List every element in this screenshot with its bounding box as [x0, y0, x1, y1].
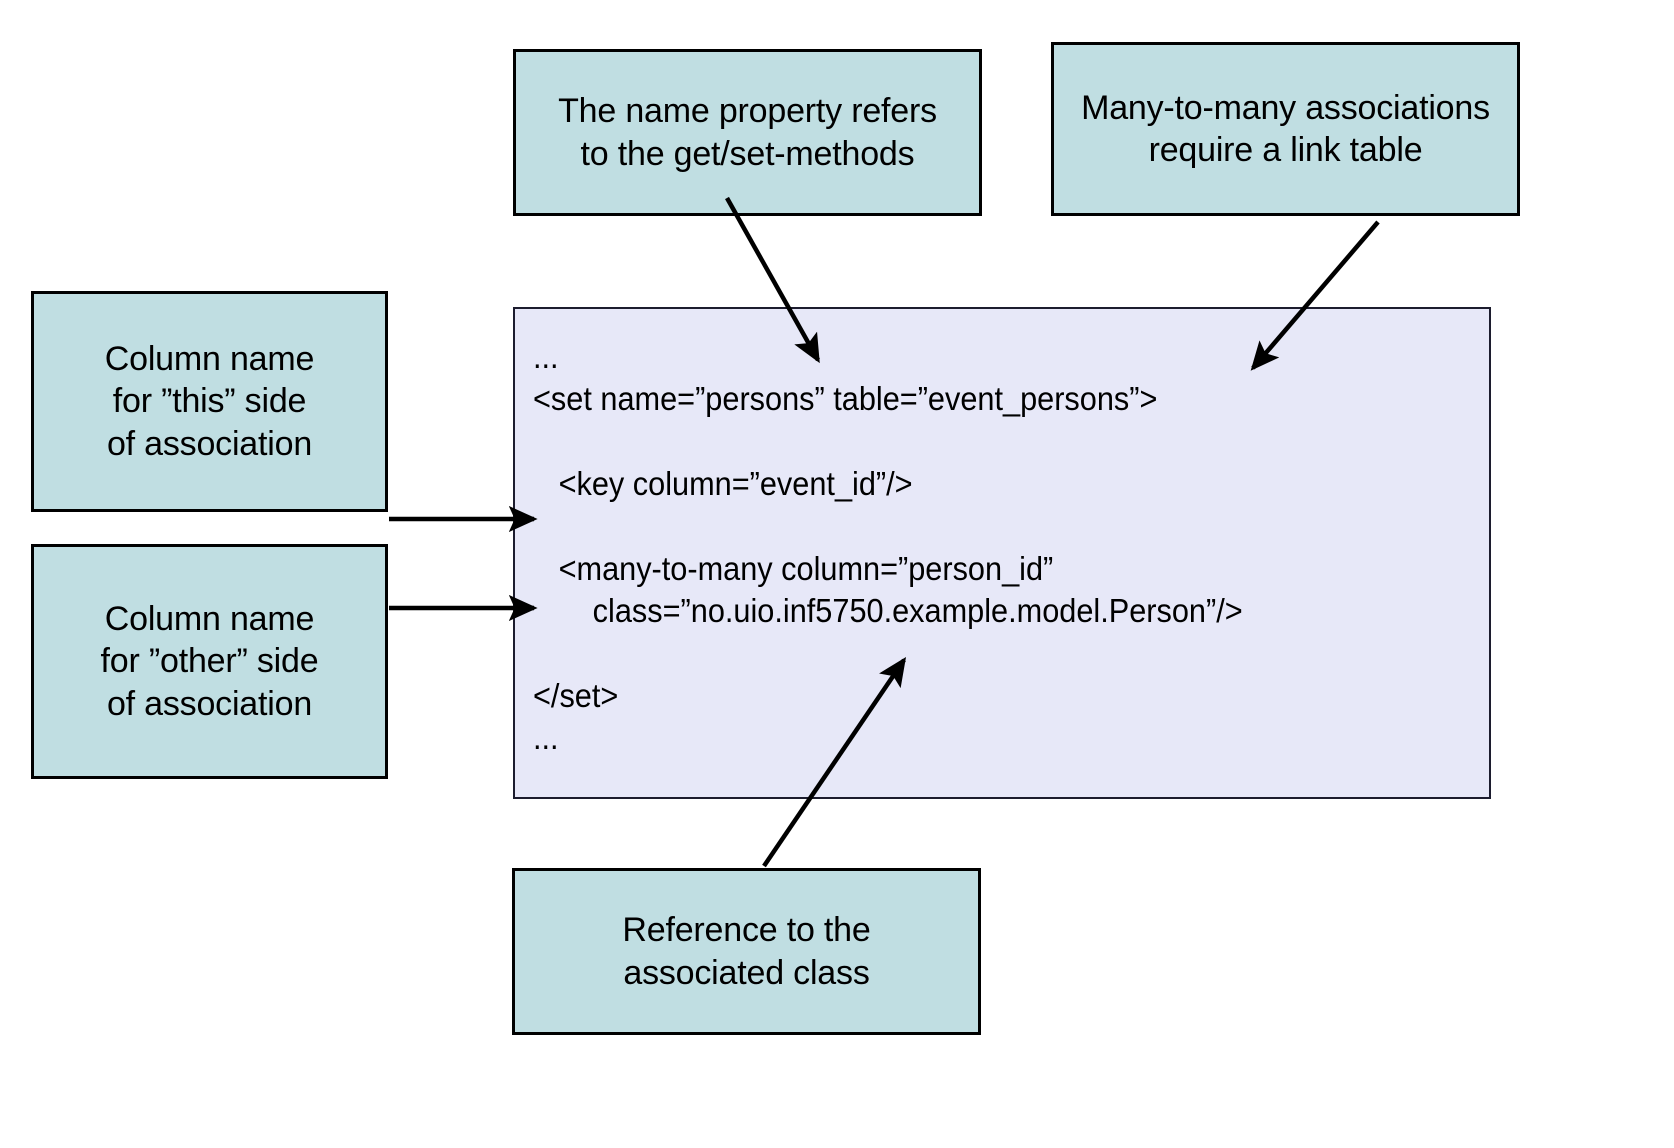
- note-this-side-text: Column name for ”this” side of associati…: [104, 340, 315, 463]
- code-line-class-attr: class=”no.uio.inf5750.example.model.Pers…: [533, 592, 1243, 629]
- note-this-side: Column name for ”this” side of associati…: [31, 291, 388, 512]
- note-reference-class: Reference to the associated class: [512, 868, 981, 1035]
- note-other-side: Column name for ”other” side of associat…: [31, 544, 388, 779]
- code-snippet: ... <set name=”persons” table=”event_pers…: [533, 340, 1407, 763]
- code-line-set-open: <set name=”persons” table=”event_persons…: [533, 380, 1158, 417]
- code-line-ellipsis-top: ...: [533, 338, 559, 375]
- code-line-blank-1: [533, 424, 1407, 467]
- note-name-property-text: The name property refers to the get/set-…: [558, 92, 937, 173]
- code-line-blank-3: [533, 636, 1407, 679]
- note-many-to-many: Many-to-many associations require a link…: [1051, 42, 1520, 216]
- code-line-ellipsis-bottom: ...: [533, 719, 559, 756]
- code-line-set-close: </set>: [533, 677, 619, 714]
- note-many-to-many-text: Many-to-many associations require a link…: [1081, 88, 1490, 169]
- note-name-property: The name property refers to the get/set-…: [513, 49, 982, 216]
- note-other-side-text: Column name for ”other” side of associat…: [100, 600, 319, 723]
- code-panel: [513, 307, 1491, 799]
- code-line-blank-2: [533, 509, 1407, 552]
- note-reference-class-text: Reference to the associated class: [622, 911, 871, 992]
- code-line-many-to-many: <many-to-many column=”person_id”: [533, 550, 1054, 587]
- code-line-key-column: <key column=”event_id”/>: [533, 465, 913, 502]
